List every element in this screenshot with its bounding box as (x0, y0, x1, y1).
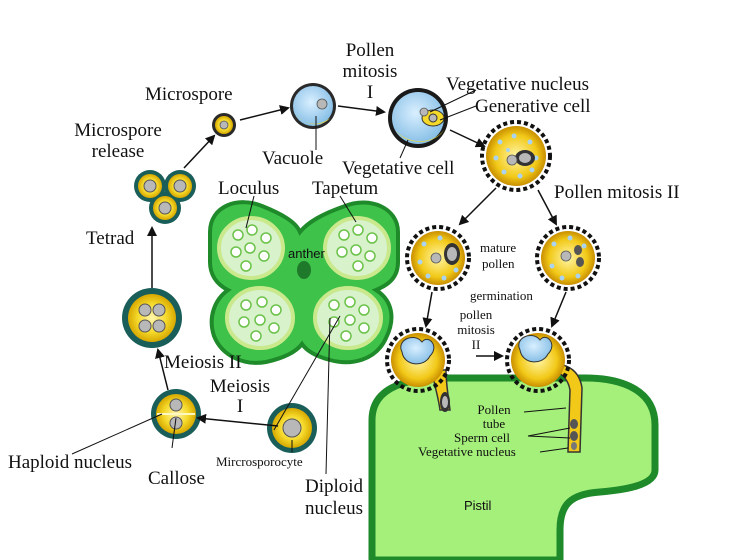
label-meiosis-2: Meiosis II (164, 352, 242, 373)
pollen-grain (480, 120, 552, 192)
pistil (368, 374, 659, 560)
microsporocyte-cell (267, 403, 317, 453)
mature-pollen-bicellular (405, 225, 471, 291)
label-callose: Callose (148, 468, 205, 489)
label-pollen-mitosis-1: I (367, 82, 373, 103)
germinating-pollen-left (385, 327, 451, 412)
vacuolated-microspore-cell (290, 83, 336, 129)
label-pollen-mitosis-2b: II (472, 337, 481, 352)
label-pollen-mitosis-2b: mitosis (457, 322, 495, 337)
label-meiosis-1: Meiosis (210, 376, 270, 397)
label-haploid-nucleus: Haploid nucleus (8, 452, 132, 473)
vascular-bundle (297, 261, 311, 279)
locule-microspores (230, 224, 378, 342)
tetrad-cluster (134, 170, 196, 224)
leader-lines (71, 89, 571, 475)
label-germination: germination (470, 288, 533, 303)
label-tetrad: Tetrad (86, 228, 135, 249)
anther-cross-section (208, 200, 400, 365)
label-vegetative-nucleus-bottom: Vegetative nucleus (418, 444, 516, 459)
microspore-cell (212, 113, 236, 137)
label-anther: anther (288, 246, 326, 261)
label-diploid-nucleus: Diploid (305, 476, 364, 497)
process-arrows (147, 105, 567, 427)
germinating-pollen-right (505, 327, 583, 453)
label-microspore: Microspore (145, 84, 233, 105)
label-pollen-mitosis-2: Pollen mitosis II (554, 182, 680, 203)
label-vegetative-nucleus-top: Vegetative nucleus (446, 74, 589, 95)
label-pollen-mitosis-2b: pollen (460, 307, 493, 322)
label-sperm-cell: Sperm cell (454, 430, 510, 445)
label-mature-pollen: mature (480, 240, 516, 255)
label-pollen-tube: Pollen (477, 402, 511, 417)
label-mature-pollen: pollen (482, 256, 515, 271)
label-loculus: Loculus (218, 178, 279, 199)
label-microspore-release: release (92, 141, 145, 162)
label-vacuole: Vacuole (262, 148, 323, 169)
label-generative-cell: Generative cell (475, 96, 591, 117)
label-microspore-release: Microspore (74, 120, 162, 141)
label-pollen-tube: tube (483, 416, 506, 431)
label-microsporocyte: Mircrosporocyte (216, 454, 303, 469)
label-vegetative-cell: Vegetative cell (342, 158, 454, 179)
label-tapetum: Tapetum (312, 178, 378, 199)
mature-pollen-tricellular (535, 225, 601, 291)
bicellular-pollen-cell (388, 88, 448, 148)
label-pollen-mitosis-1: mitosis (343, 61, 398, 82)
label-pistil: Pistil (464, 498, 492, 513)
meiosis-ii-cell (122, 288, 182, 348)
label-pollen-mitosis-1: Pollen (346, 40, 395, 61)
label-meiosis-1: I (237, 396, 243, 417)
dyad-cell (151, 389, 201, 439)
label-diploid-nucleus: nucleus (305, 498, 363, 519)
